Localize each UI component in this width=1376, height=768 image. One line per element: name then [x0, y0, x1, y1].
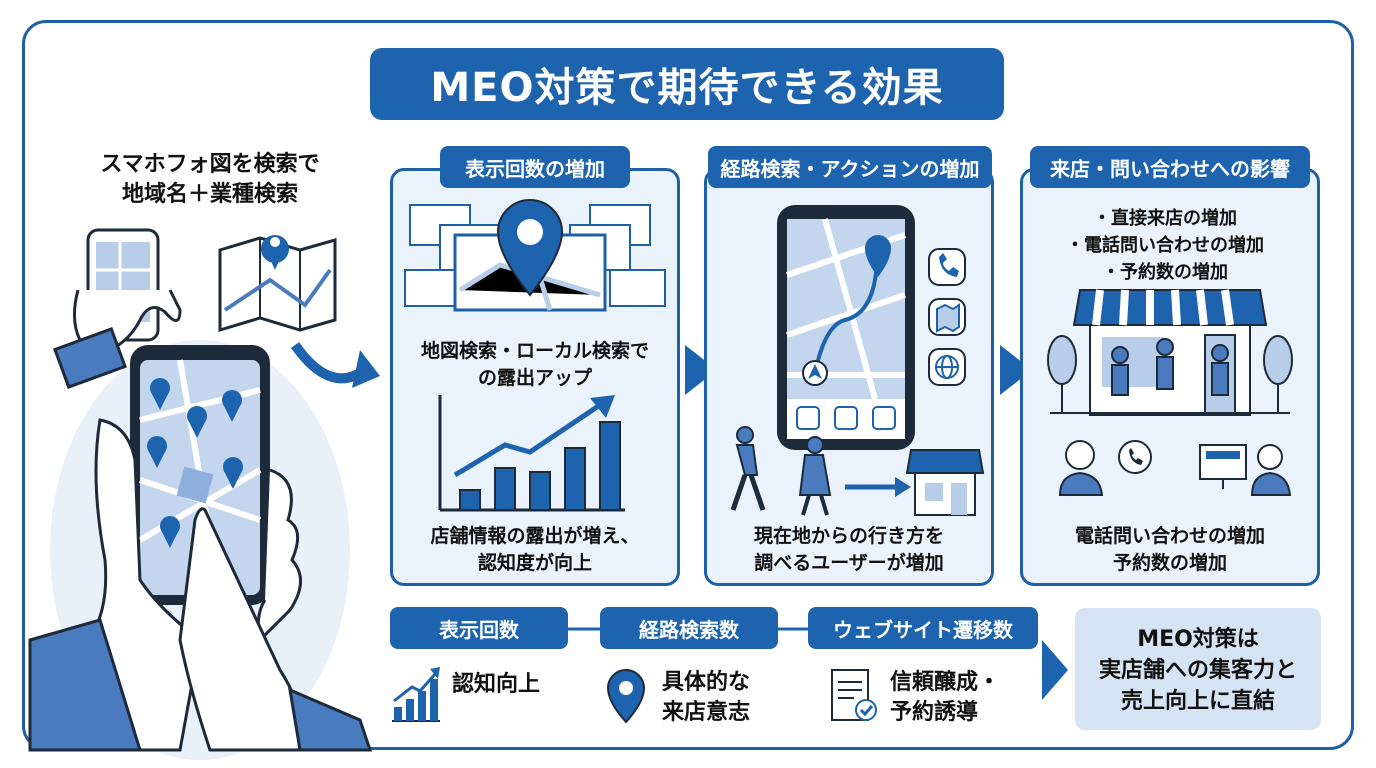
- panel-impressions-text-bottom: 店舗情報の露出が増え、 認知度が向上: [400, 523, 670, 577]
- panel-route-search-text-bottom-2: 調べるユーザーが増加: [754, 552, 944, 574]
- left-caption-line2: 地域名＋業種検索: [121, 182, 298, 207]
- panel-impressions-text-bottom-2: 認知度が向上: [477, 552, 592, 574]
- storefront-icon: [905, 449, 985, 516]
- panel-store-visits-text-bottom-2: 予約数の増加: [1112, 552, 1227, 574]
- bar-chart-icon: [438, 395, 625, 512]
- chevron-right-icon: [685, 345, 717, 395]
- metric-route-searches-desc-1: 具体的な: [662, 670, 751, 695]
- panel-store-visits-bullets: ・直接来店の増加 ・電話問い合わせの増加 ・予約数の増加: [1030, 205, 1300, 286]
- metric-impressions-desc: 認知向上: [452, 670, 540, 700]
- bullet-item: ・直接来店の増加: [1093, 208, 1237, 229]
- route-icon: [813, 259, 879, 374]
- panel-impressions-text-top-2: の露出アップ: [477, 367, 592, 389]
- metric-route-searches-desc-2: 来店意志: [662, 700, 751, 725]
- computer-icon: [1199, 444, 1292, 496]
- metric-website-visits-desc-2: 予約誘導: [890, 700, 979, 725]
- checklist-icon: [831, 669, 877, 721]
- panel-store-visits-illustration: [1047, 289, 1293, 496]
- panel-impressions-illustration: [404, 198, 666, 312]
- bullet-item: ・電話問い合わせの増加: [1066, 235, 1264, 256]
- panel-store-visits-header: 来店・問い合わせへの影響: [1030, 146, 1310, 188]
- chevron-right-icon: [1042, 640, 1068, 700]
- chevron-right-icon: [1000, 345, 1032, 395]
- panel-route-search-text-bottom: 現在地からの行き方を 調べるユーザーが増加: [714, 523, 984, 577]
- metric-route-searches: 経路検索数: [600, 607, 778, 649]
- panel-impressions-header: 表示回数の増加: [440, 146, 630, 188]
- panel-store-visits-text-bottom: 電話問い合わせの増加 予約数の増加: [1030, 523, 1310, 577]
- conclusion-line3: 売上向上に直結: [1120, 689, 1275, 714]
- person-icon: [1111, 338, 1229, 396]
- conclusion-line2: 実店舗への集客力と: [1098, 658, 1297, 683]
- map-icon: [928, 298, 966, 336]
- page-title: MEO対策で期待できる効果: [370, 48, 1004, 120]
- metric-website-visits-desc-1: 信頼醸成・: [890, 670, 1001, 695]
- left-caption-line1: スマホフォ図を検索で: [100, 152, 320, 177]
- conclusion-line1: MEO対策は: [1137, 627, 1259, 652]
- map-pin-icon: [606, 668, 646, 724]
- panel-route-search-header: 経路検索・アクションの増加: [708, 146, 992, 188]
- map-pin-icon: [260, 235, 289, 270]
- panel-route-search-text-bottom-1: 現在地からの行き方を: [753, 525, 944, 547]
- tree-icon: [1047, 335, 1293, 413]
- metric-website-visits-desc: 信頼醸成・ 予約誘導: [890, 668, 1000, 728]
- metric-impressions: 表示回数: [390, 607, 568, 649]
- panel-route-search-illustration: [730, 205, 985, 516]
- map-pin-icon: [496, 198, 564, 297]
- left-illustration: [28, 228, 380, 760]
- left-caption: スマホフォ図を検索で 地域名＋業種検索: [60, 150, 360, 210]
- panel-impressions-text-top-1: 地図検索・ローカル検索で: [420, 340, 649, 362]
- conclusion-box: MEO対策は 実店舗への集客力と 売上向上に直結: [1075, 608, 1321, 730]
- panel-store-visits-text-bottom-1: 電話問い合わせの増加: [1074, 525, 1265, 547]
- folded-map-icon: [218, 236, 337, 333]
- bullet-item: ・予約数の増加: [1102, 262, 1228, 283]
- panel-impressions-text-top: 地図検索・ローカル検索で の露出アップ: [400, 338, 670, 392]
- panel-impressions-text-bottom-1: 店舗情報の露出が増え、: [430, 525, 640, 547]
- growth-chart-icon: [392, 667, 440, 722]
- smartphone-icon: [777, 205, 915, 450]
- trend-arrow-icon: [453, 402, 602, 478]
- globe-icon: [928, 348, 966, 386]
- phone-call-icon: [1058, 440, 1152, 496]
- metric-route-searches-desc: 具体的な 来店意志: [662, 668, 750, 728]
- metric-impressions-desc-1: 認知向上: [452, 672, 541, 697]
- metric-website-visits: ウェブサイト遷移数: [808, 607, 1038, 649]
- phone-icon: [928, 248, 966, 286]
- walking-person-icon: [730, 426, 832, 516]
